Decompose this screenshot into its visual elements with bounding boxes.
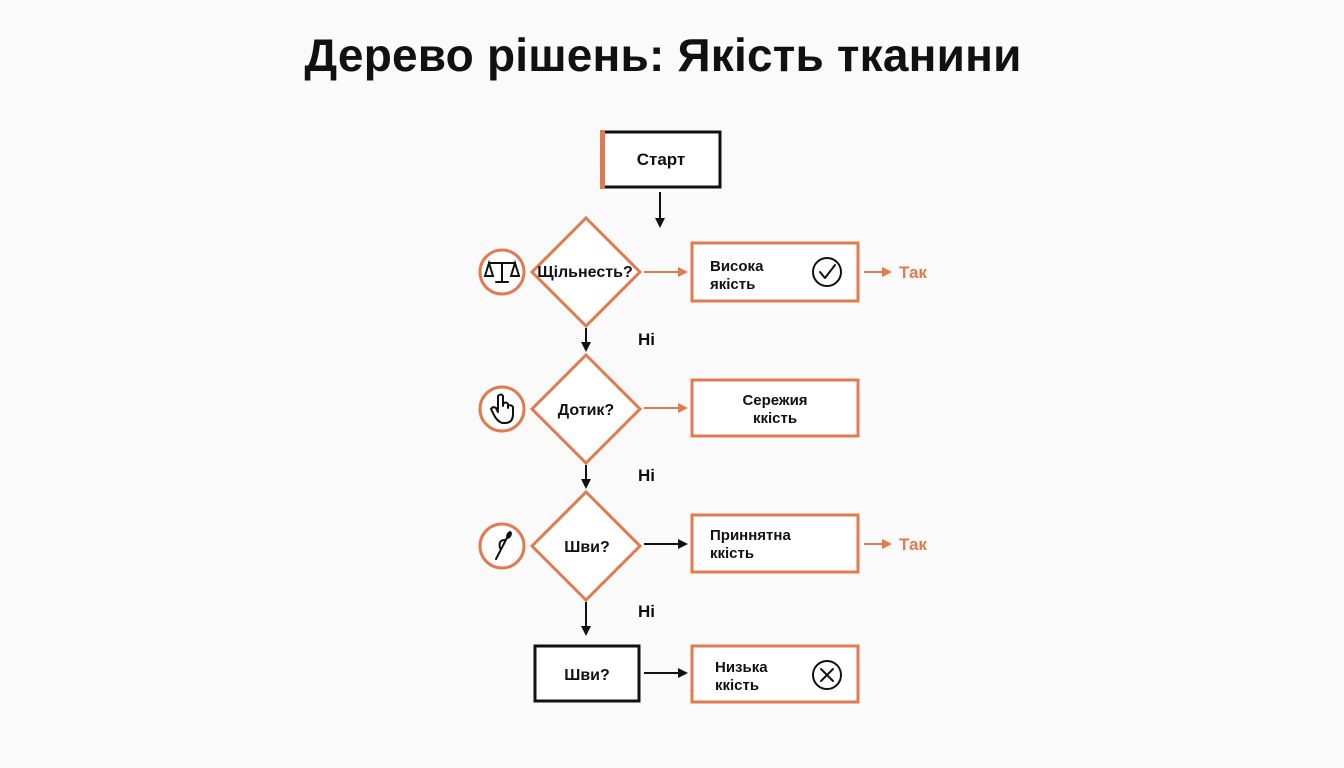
outcome-1: Висока якість — [690, 241, 860, 303]
outcome-2-line1: Сережия — [742, 392, 807, 409]
start-node: Старт — [600, 130, 722, 189]
outcome-3-line1: Приннятна — [710, 527, 791, 544]
decision-2: Дотик? — [478, 352, 643, 466]
outcome-2-line2: ккість — [753, 410, 797, 427]
outcome-4-line1: Низька — [715, 659, 768, 676]
needle-icon — [495, 531, 512, 560]
decision-1-label: Щільнесть? — [537, 264, 632, 281]
check-circle-icon — [812, 257, 842, 287]
decision-1: Щільнесть? — [478, 215, 643, 329]
x-circle-icon — [812, 660, 842, 690]
no-label-1: Ні — [638, 330, 655, 349]
outcome-4-line2: ккість — [715, 677, 759, 694]
outcome-4: Низька ккість — [690, 644, 860, 704]
final-step-label: Шви? — [564, 667, 610, 684]
decision-2-icon-circle — [478, 385, 526, 433]
decision-3-label: Шви? — [564, 539, 610, 556]
outcome-2: Сережия ккість — [690, 378, 860, 438]
start-label: Старт — [637, 150, 686, 169]
no-label-3: Ні — [638, 602, 655, 621]
page-title: Дерево рішень: Якість тканини — [304, 29, 1022, 81]
decision-2-label: Дотик? — [558, 402, 614, 419]
outcome-1-line2: якість — [710, 276, 755, 293]
scales-icon — [483, 259, 521, 283]
outcome-1-line1: Висока — [710, 258, 764, 275]
decision-3: Шви? — [478, 489, 643, 603]
outcome-3: Приннятна ккість — [690, 513, 860, 574]
yes-label-2: Так — [899, 535, 927, 554]
hand-pointer-icon — [490, 393, 514, 424]
yes-label-1: Так — [899, 263, 927, 282]
outcome-3-line2: ккість — [710, 545, 754, 562]
no-label-2: Ні — [638, 466, 655, 485]
final-step: Шви? — [533, 644, 641, 703]
